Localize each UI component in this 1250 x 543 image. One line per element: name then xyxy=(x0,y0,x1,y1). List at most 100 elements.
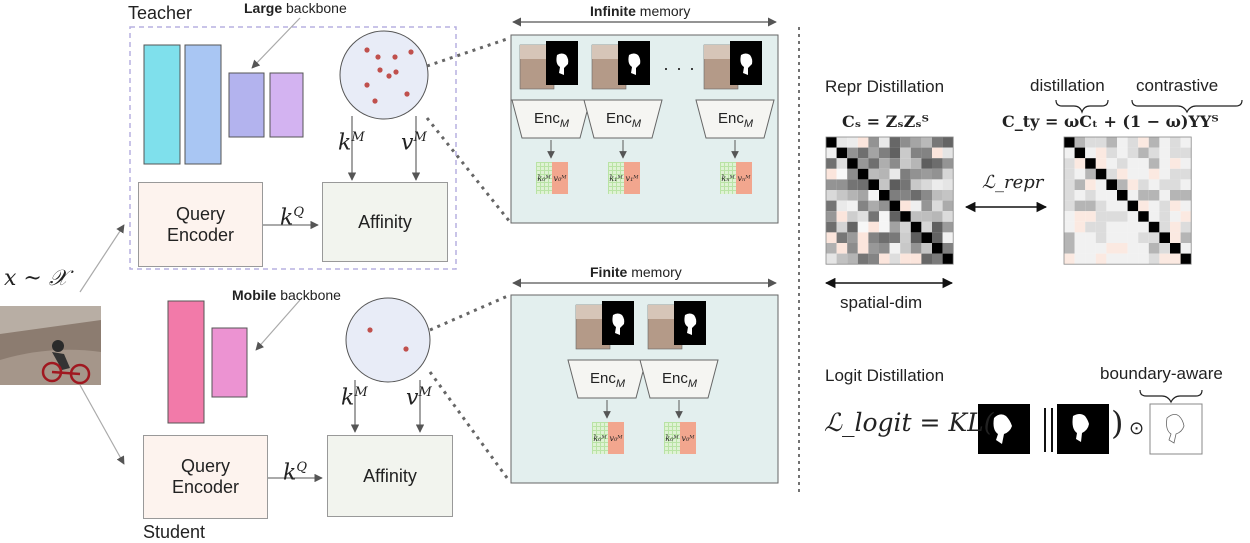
matrix-cell xyxy=(857,168,869,180)
student-backbone-bold: Mobile xyxy=(232,287,277,303)
teacher-vm-label: vM xyxy=(401,130,427,156)
matrix-cell xyxy=(1127,147,1139,159)
student-query-encoder-line2: Encoder xyxy=(171,477,240,497)
student-kq-label: kQ xyxy=(283,460,308,486)
matrix-cell xyxy=(889,211,901,222)
matrix-cell xyxy=(857,211,869,222)
matrix-cell xyxy=(1170,190,1181,201)
matrix-cell xyxy=(942,200,954,212)
infinite-memory-title: Infinite memory xyxy=(590,3,690,19)
matrix-cell xyxy=(1148,190,1160,201)
matrix-cell xyxy=(1095,200,1107,212)
matrix-cell xyxy=(910,243,922,254)
matrix-cell xyxy=(847,253,858,265)
matrix-cell xyxy=(879,211,890,222)
matrix-cell xyxy=(1117,168,1128,180)
matrix-cell xyxy=(847,137,858,148)
boundary-aware-label: boundary-aware xyxy=(1100,364,1223,383)
matrix-cell xyxy=(1074,243,1086,254)
matrix-cell xyxy=(1095,168,1107,180)
matrix-cell xyxy=(1148,168,1160,180)
matrix-cell xyxy=(868,211,879,222)
matrix-cell xyxy=(1064,253,1075,265)
matrix-cell xyxy=(1085,253,1096,265)
matrix-cell xyxy=(847,158,858,169)
matrix-cell xyxy=(1106,158,1117,169)
matrix-cell xyxy=(1085,243,1096,254)
matrix-cell xyxy=(942,190,954,201)
matrix-cell xyxy=(879,232,890,243)
teacher-memory-dots xyxy=(364,47,414,104)
logit-close-paren: ) xyxy=(1111,404,1124,442)
matrix-cell xyxy=(921,211,932,222)
matrix-cell xyxy=(857,232,869,243)
matrix-cell xyxy=(1180,221,1192,233)
memory-value: v₁ᴹ xyxy=(624,162,640,194)
teacher-affinity: Affinity xyxy=(322,182,448,262)
matrix-cell xyxy=(932,243,943,254)
matrix-cell xyxy=(1095,137,1107,148)
matrix-cell xyxy=(1170,158,1181,169)
matrix-cell xyxy=(1127,221,1139,233)
matrix-cell xyxy=(889,190,901,201)
memory-key: kₙᴹ xyxy=(720,162,736,194)
matrix-cell xyxy=(932,147,943,159)
matrix-cell xyxy=(900,200,911,212)
matrix-cell xyxy=(900,179,911,190)
matrix-cell xyxy=(826,243,837,254)
matrix-cell xyxy=(1138,190,1149,201)
matrix-cell xyxy=(932,200,943,212)
matrix-cell xyxy=(942,158,954,169)
matrix-cell xyxy=(1170,137,1181,148)
matrix-cell xyxy=(921,232,932,243)
matrix-cell xyxy=(942,221,954,233)
memory-value: v₀ᴹ xyxy=(680,422,696,454)
teacher-memory-dot xyxy=(404,91,410,97)
matrix-cell xyxy=(1117,211,1128,222)
matrix-cell xyxy=(836,243,848,254)
matrix-cell xyxy=(1127,200,1139,212)
matrix-cell xyxy=(868,137,879,148)
student-memory-dot xyxy=(403,346,409,352)
cs-similarity-matrix xyxy=(825,136,954,265)
matrix-cell xyxy=(1095,253,1107,265)
matrix-cell xyxy=(826,147,837,159)
matrix-cell xyxy=(942,147,954,159)
matrix-cell xyxy=(847,190,858,201)
matrix-cell xyxy=(1085,179,1096,190)
infinite-memory-encoder xyxy=(511,99,591,139)
matrix-cell xyxy=(868,243,879,254)
contrastive-brace-label: contrastive xyxy=(1136,76,1219,95)
infinite-memory-encoder xyxy=(583,99,663,139)
memory-value: v₀ᴹ xyxy=(608,422,624,454)
matrix-cell xyxy=(826,179,837,190)
matrix-cell xyxy=(942,179,954,190)
matrix-cell xyxy=(836,168,848,180)
matrix-cell xyxy=(921,158,932,169)
matrix-cell xyxy=(1138,179,1149,190)
teacher-memory-dot xyxy=(364,47,370,53)
student-backbone-block-1 xyxy=(167,300,205,424)
matrix-cell xyxy=(847,168,858,180)
matrix-cell xyxy=(1180,211,1192,222)
matrix-cell xyxy=(1074,200,1086,212)
teacher-memory-dot xyxy=(392,54,398,60)
matrix-cell xyxy=(1138,243,1149,254)
matrix-cell xyxy=(1085,158,1096,169)
matrix-cell xyxy=(889,253,901,265)
matrix-cell xyxy=(1064,190,1075,201)
matrix-cell xyxy=(1127,158,1139,169)
memory-key: k₀ᴹ xyxy=(536,162,552,194)
matrix-cell xyxy=(836,253,848,265)
matrix-cell xyxy=(932,211,943,222)
teacher-kq-label: kQ xyxy=(280,205,305,231)
matrix-cell xyxy=(942,243,954,254)
matrix-cell xyxy=(826,200,837,212)
matrix-cell xyxy=(1106,147,1117,159)
matrix-cell xyxy=(932,158,943,169)
matrix-cell xyxy=(826,211,837,222)
matrix-cell xyxy=(1117,179,1128,190)
finite-memory-encoder-label: EncM xyxy=(662,370,698,390)
matrix-cell xyxy=(1180,137,1192,148)
